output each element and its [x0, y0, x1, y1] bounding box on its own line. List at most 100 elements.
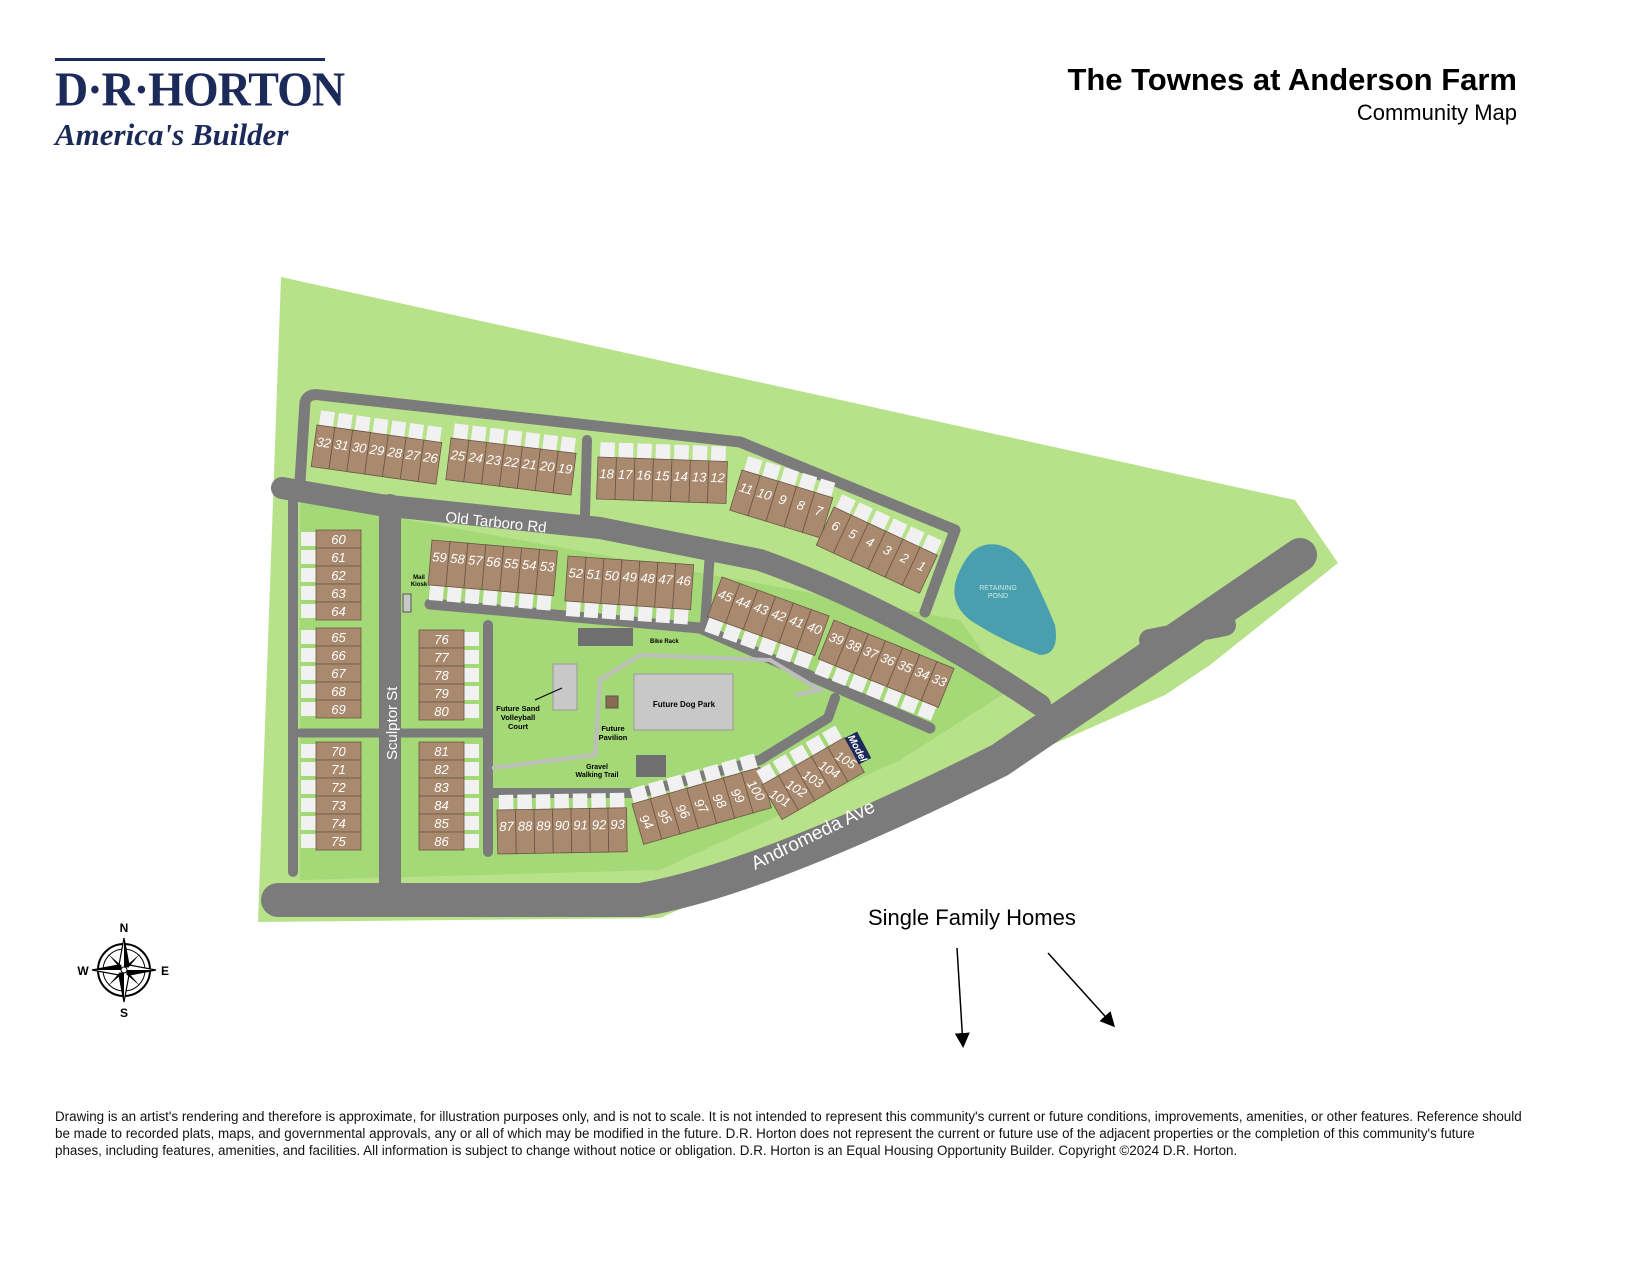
lot-number: 82	[434, 762, 449, 777]
lot[interactable]	[901, 546, 938, 594]
lot[interactable]	[920, 661, 955, 708]
pond-label-2: POND	[988, 593, 1008, 600]
driveway	[518, 592, 534, 610]
lot[interactable]	[796, 608, 830, 656]
lot-number: 13	[692, 469, 708, 485]
driveway	[535, 794, 551, 810]
lot-number: 62	[331, 568, 346, 583]
lot-number: 33	[930, 671, 950, 691]
driveway	[648, 779, 667, 799]
lot-number: 54	[521, 557, 537, 573]
lot[interactable]	[418, 831, 465, 851]
volleyball-pointer	[534, 687, 563, 701]
pond-label-1: RETAINING	[979, 585, 1017, 592]
driveway	[692, 445, 708, 461]
lot-number: 66	[331, 648, 346, 663]
driveway	[565, 601, 581, 617]
volleyball-court	[552, 663, 578, 711]
lot[interactable]	[418, 701, 465, 721]
driveway	[702, 763, 722, 783]
lot-number: 21	[520, 456, 537, 473]
driveway	[780, 467, 799, 487]
lot-number: 93	[610, 817, 625, 832]
mail-kiosk	[402, 593, 412, 613]
driveway	[464, 686, 479, 700]
lot-number: 71	[331, 762, 345, 777]
lot[interactable]	[672, 563, 695, 611]
lot[interactable]	[315, 831, 362, 851]
driveway	[743, 456, 763, 475]
lot-number: 35	[895, 657, 915, 677]
lot-number: 61	[331, 550, 345, 565]
driveway	[464, 780, 479, 794]
driveway	[772, 754, 794, 775]
driveway	[591, 793, 606, 809]
driveway	[704, 617, 724, 637]
driveway	[482, 589, 498, 606]
lot-number: 59	[432, 549, 448, 565]
disclaimer: Drawing is an artist's rendering and the…	[55, 1109, 1522, 1158]
lot[interactable]	[801, 491, 834, 539]
driveway	[835, 494, 856, 515]
driveway	[464, 588, 480, 605]
driveway	[883, 687, 903, 707]
driveway	[822, 725, 843, 746]
driveway	[536, 594, 552, 611]
lot-number: 86	[434, 834, 449, 849]
lot[interactable]	[552, 450, 577, 496]
driveway	[425, 425, 442, 443]
lot-number: 46	[676, 573, 692, 589]
lot-number: 72	[331, 780, 346, 795]
driveway	[853, 502, 873, 523]
volleyball-label-2: Volleyball	[501, 713, 535, 722]
compass-rose: N S E W	[77, 921, 169, 1020]
lot-number: 14	[673, 469, 688, 484]
lot-number: 24	[467, 449, 484, 466]
lot-number: 51	[586, 566, 601, 582]
alley-c	[580, 435, 592, 520]
driveway	[517, 794, 532, 810]
driveway	[636, 443, 652, 459]
lot-number: 75	[331, 834, 346, 849]
lot[interactable]	[535, 548, 558, 597]
lot[interactable]	[315, 699, 362, 719]
driveway	[464, 632, 479, 646]
lot-number: 47	[658, 571, 674, 587]
lot-number: 90	[555, 818, 570, 833]
lot-number: 28	[386, 444, 404, 461]
lot[interactable]	[315, 601, 362, 621]
driveway	[655, 607, 671, 624]
lot[interactable]	[707, 460, 728, 504]
lot-number: 34	[913, 664, 932, 683]
lot-number: 30	[351, 439, 368, 456]
lot-number: 20	[538, 458, 556, 475]
driveway	[793, 649, 813, 669]
driveway	[789, 744, 810, 765]
inner-alley	[424, 598, 936, 734]
lot-number: 31	[333, 437, 349, 454]
parking-lot	[578, 628, 633, 646]
driveway	[301, 702, 316, 716]
driveway	[848, 673, 868, 693]
lot-number: 29	[368, 442, 385, 459]
old-tarboro-road	[271, 477, 1051, 716]
driveway	[775, 643, 796, 663]
lot-number: 74	[331, 816, 345, 831]
lot[interactable]	[607, 807, 628, 853]
arrow-southeast-icon	[1047, 952, 1116, 1028]
lot-number: 84	[434, 798, 448, 813]
driveway	[446, 586, 462, 603]
lot-number: 48	[640, 570, 656, 586]
driveway	[464, 762, 479, 776]
lot-number: 23	[485, 451, 503, 468]
driveway	[870, 510, 891, 531]
lot[interactable]	[417, 439, 443, 485]
